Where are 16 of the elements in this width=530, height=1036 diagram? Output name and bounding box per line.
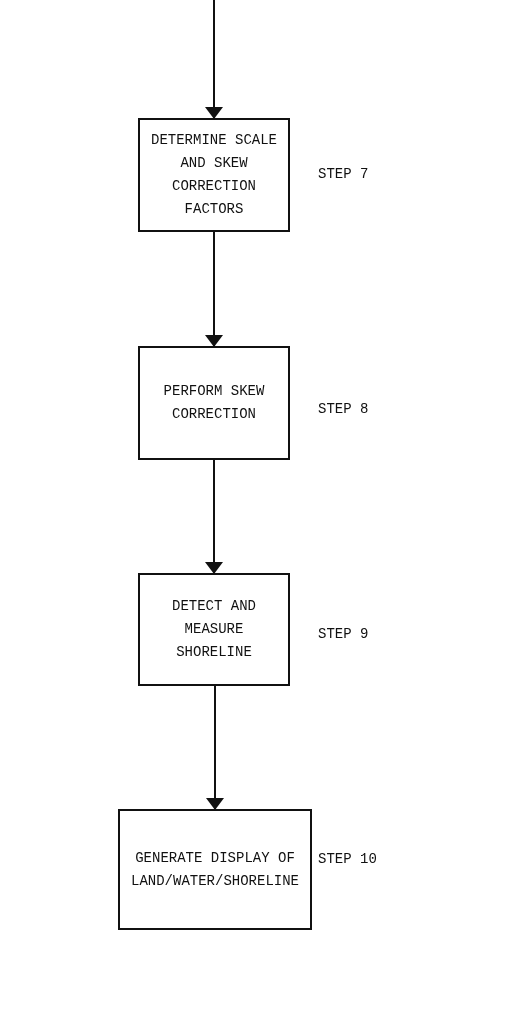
arrow: [205, 231, 223, 347]
box-text: DETECT AND MEASURE SHORELINE: [171, 597, 257, 662]
box-text: PERFORM SKEW CORRECTION: [162, 382, 266, 424]
process-box: [118, 809, 312, 930]
process-box: [138, 346, 290, 460]
arrow: [205, 459, 223, 574]
step-label: STEP 10: [318, 851, 377, 867]
arrow: [205, 0, 223, 119]
step-label: STEP 7: [318, 166, 369, 182]
process-box: [138, 573, 290, 686]
step-label: STEP 9: [318, 626, 369, 642]
step-label: STEP 8: [318, 401, 369, 417]
arrow: [206, 685, 224, 810]
box-text: DETERMINE SCALE AND SKEW CORRECTION FACTORS: [150, 131, 278, 219]
process-box: [138, 118, 290, 232]
box-text: GENERATE DISPLAY OF LAND/WATER/SHORELINE: [130, 848, 300, 891]
